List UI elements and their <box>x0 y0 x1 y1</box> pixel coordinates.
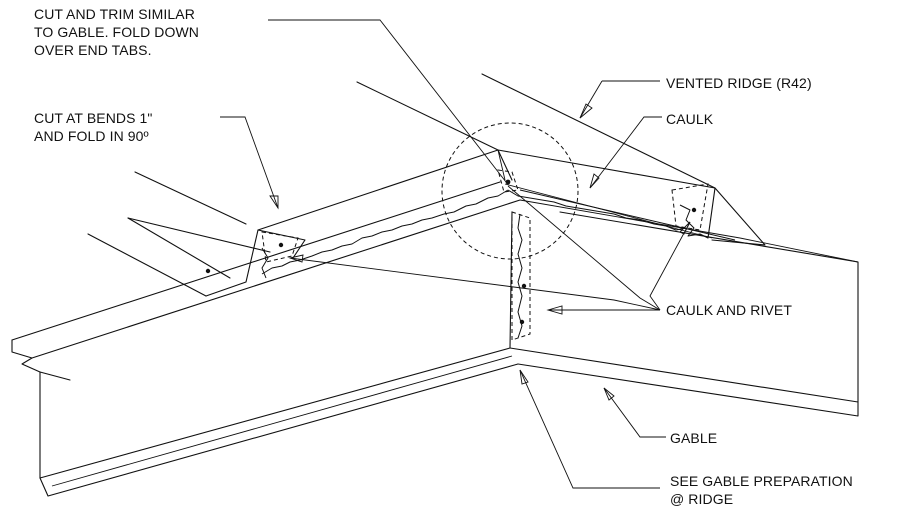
label-vented-ridge: VENTED RIDGE (R42) <box>666 75 812 91</box>
left-gable-trim <box>11 181 521 497</box>
leader-lines <box>220 19 691 489</box>
label-caulk-and-rivet: CAULK AND RIVET <box>666 302 792 318</box>
caulk-beads <box>261 189 709 339</box>
rivet <box>691 207 697 213</box>
rivet <box>521 283 527 289</box>
rivet <box>205 268 211 274</box>
rivet <box>519 319 525 325</box>
label-cut-and-trim: CUT AND TRIM SIMILAR TO GABLE. FOLD DOWN… <box>34 6 199 58</box>
ridge-tab-outline <box>497 169 519 193</box>
label-cut-at-bends: CUT AT BENDS 1" AND FOLD IN 90º <box>34 110 153 144</box>
rivet <box>278 242 284 248</box>
gable-tab-outline <box>511 211 531 341</box>
label-caulk: CAULK <box>666 111 714 127</box>
label-gable: GABLE <box>670 430 718 446</box>
right-tab-outline <box>671 183 709 231</box>
vented-ridge <box>87 73 766 297</box>
left-tab-outline <box>261 231 299 263</box>
dashed-outlines <box>261 122 709 341</box>
rivet <box>505 179 511 185</box>
detail-circle <box>441 122 579 260</box>
rivets <box>205 179 697 325</box>
label-see-gable-preparation: SEE GABLE PREPARATION @ RIDGE <box>670 473 853 507</box>
